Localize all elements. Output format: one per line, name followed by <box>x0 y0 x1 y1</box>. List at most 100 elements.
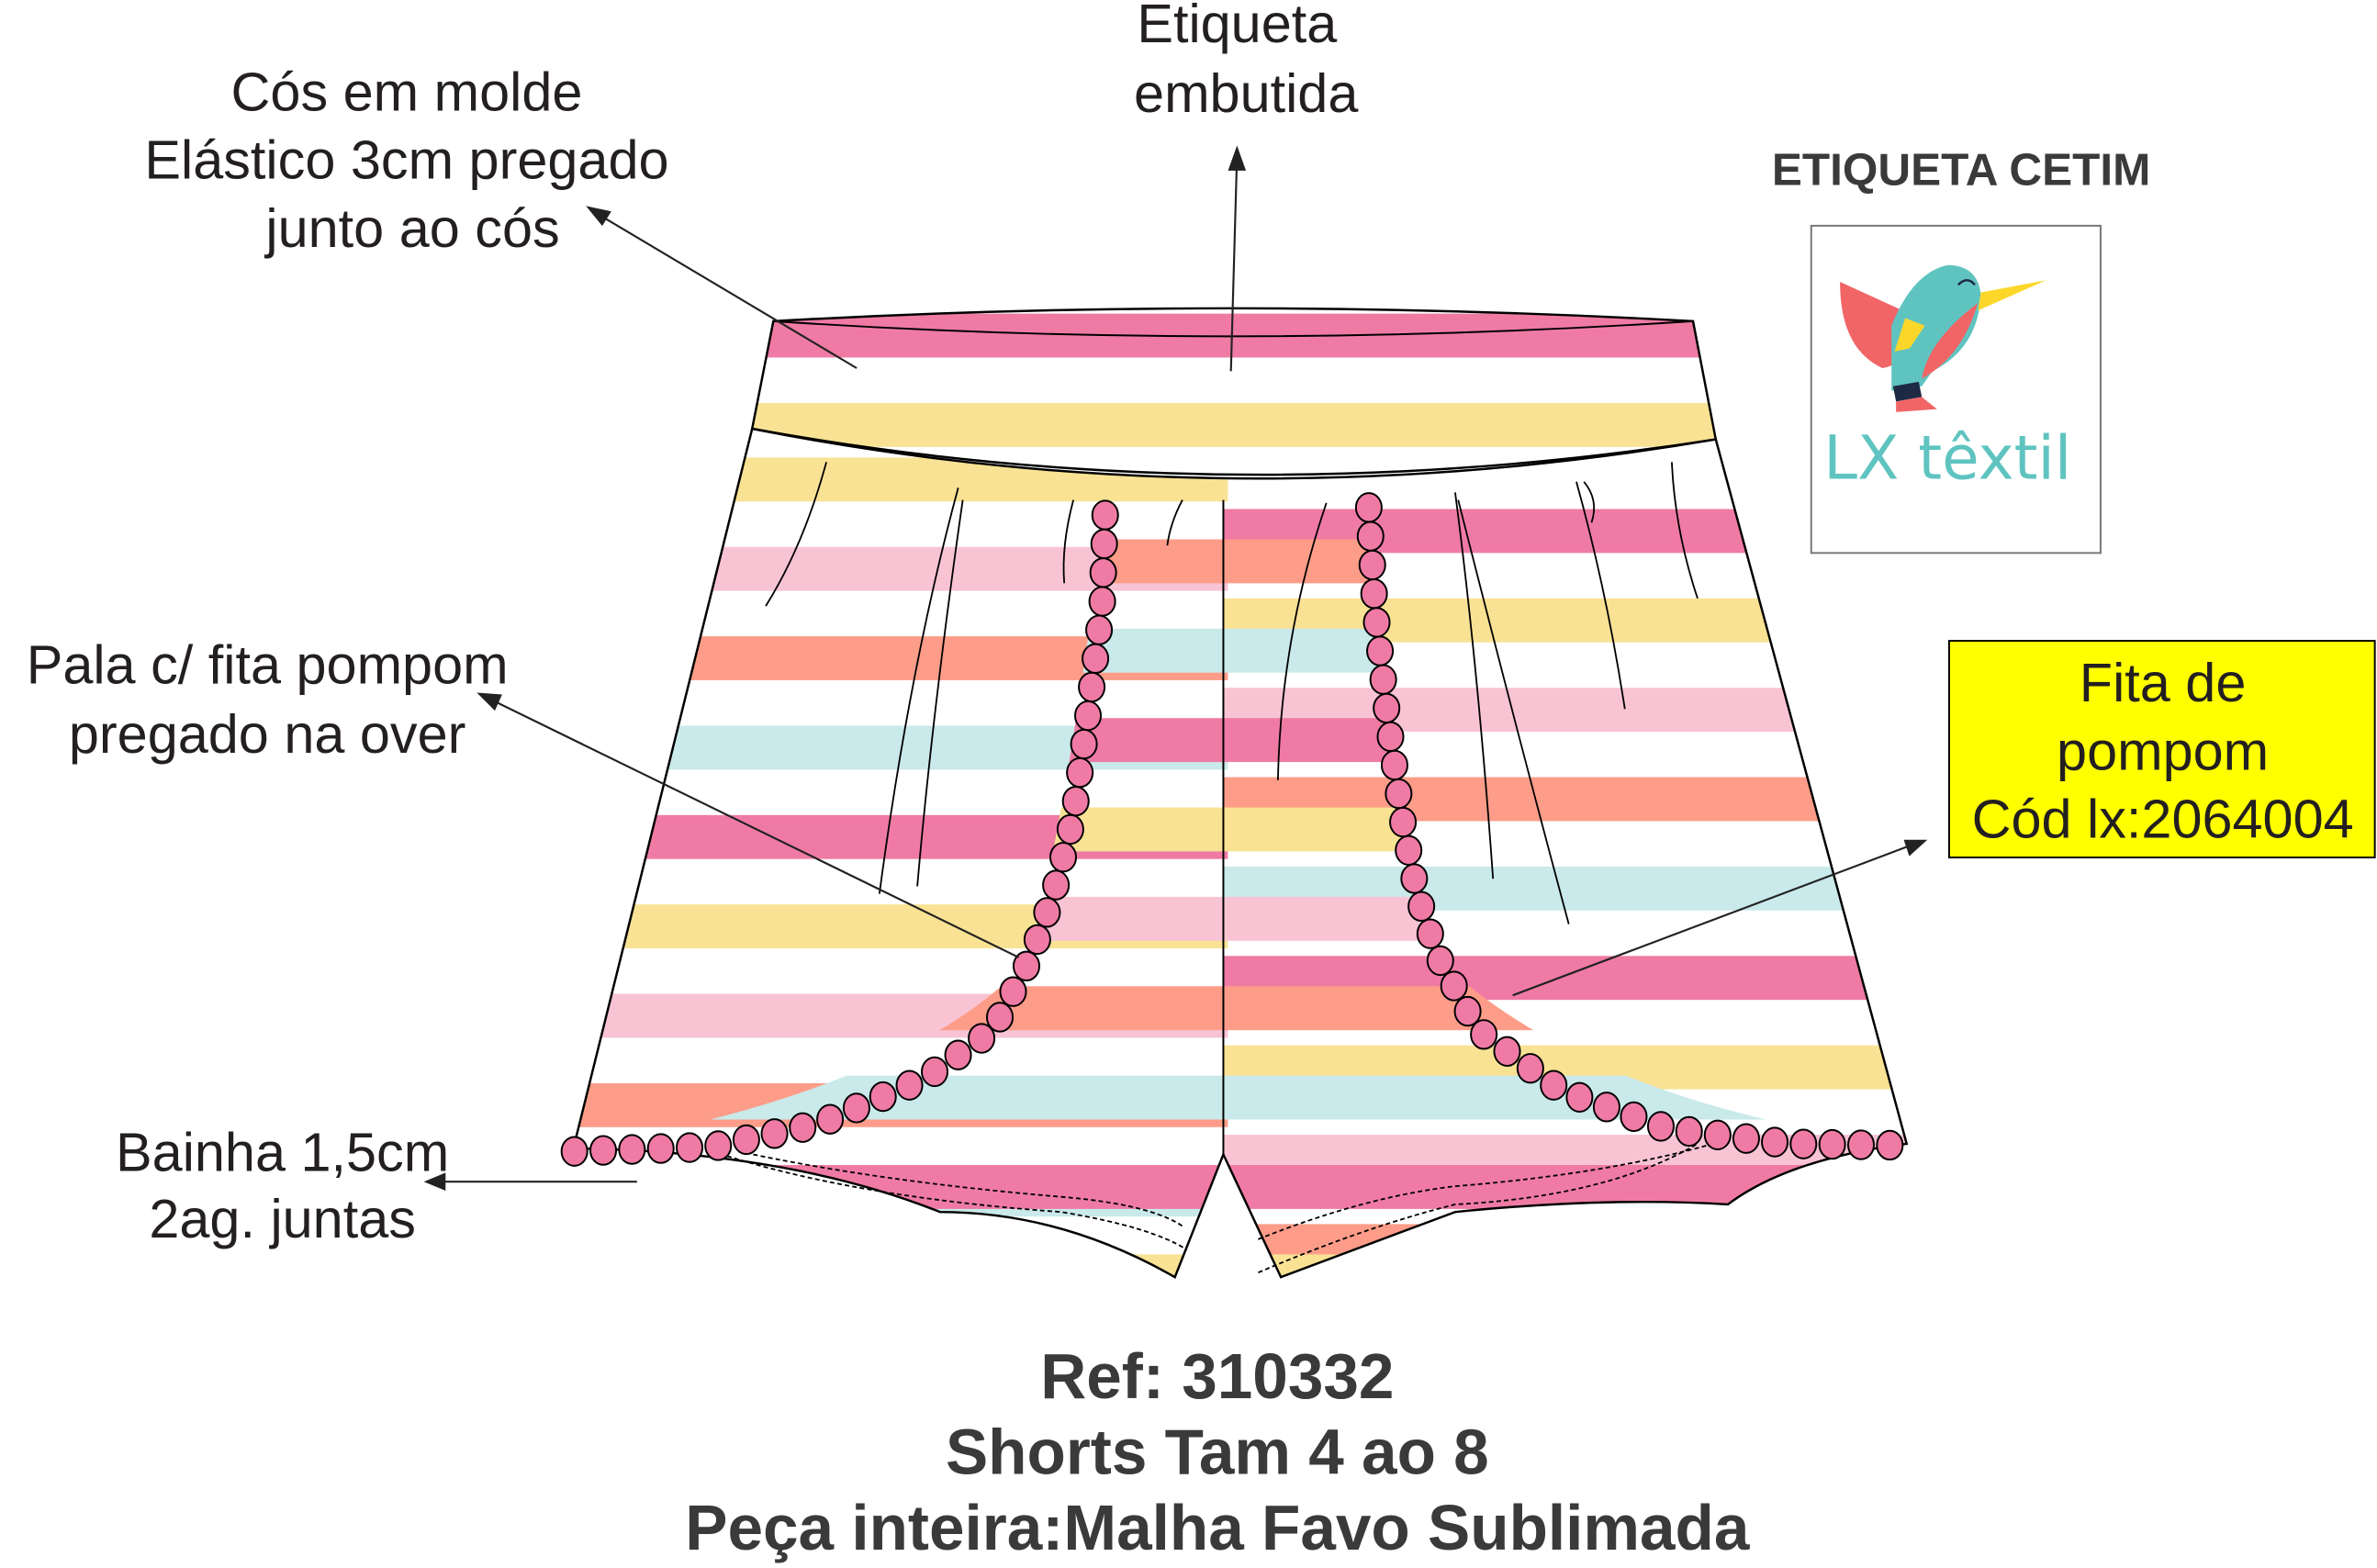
satin-label: ETIQUETA CETIM LX têxtil <box>1772 144 2150 554</box>
pompom <box>1085 614 1114 645</box>
pompom <box>1470 1019 1498 1050</box>
pompom-tape <box>560 492 1904 1167</box>
annotation-line: Elástico 3cm pregado <box>144 129 668 191</box>
pompom <box>1358 549 1386 581</box>
satin-label-title: ETIQUETA CETIM <box>1772 144 2150 195</box>
pompom <box>1070 728 1098 760</box>
pompom <box>1675 1115 1703 1148</box>
pompom <box>1090 528 1118 560</box>
annotation-line: pregado na over <box>69 703 466 765</box>
pompom <box>1354 492 1383 523</box>
pompom <box>1620 1101 1648 1133</box>
pompom <box>1012 950 1040 982</box>
annotation-line: Etiqueta <box>1137 0 1338 54</box>
pompom <box>1846 1129 1876 1160</box>
pompom <box>816 1103 845 1135</box>
pompom <box>1360 578 1388 610</box>
annotation-line: Bainha 1,5cm <box>116 1122 449 1183</box>
pompom <box>1540 1070 1568 1101</box>
pompom <box>1373 692 1401 724</box>
pompom <box>1061 785 1090 817</box>
label-annotation: Etiqueta embutida <box>1134 0 1359 124</box>
pompom <box>1356 521 1385 552</box>
pompom <box>704 1130 733 1161</box>
pompom <box>1592 1092 1620 1123</box>
fabric-stripe <box>573 1165 1907 1209</box>
pompom <box>968 1023 996 1054</box>
pompom <box>1407 890 1436 922</box>
pompom <box>1091 499 1119 531</box>
annotation-line: Pala c/ fita pompom <box>27 633 509 695</box>
annotation-line: pompom <box>2057 720 2269 781</box>
pompom <box>1369 664 1397 695</box>
fabric-stripe <box>573 1254 1907 1278</box>
pompom <box>676 1132 704 1163</box>
pompom <box>842 1092 870 1124</box>
pompom <box>1089 557 1117 588</box>
pompom <box>1876 1129 1904 1161</box>
annotation-line: Cód lx:2064004 <box>1972 789 2354 850</box>
fabric-stripe <box>561 361 1924 405</box>
reference: Ref: 310332 <box>1040 1340 1394 1412</box>
pompom <box>646 1133 675 1164</box>
pompom <box>1389 806 1418 838</box>
pompom <box>1516 1053 1544 1084</box>
brand-name: LX têxtil <box>1823 422 2071 493</box>
pompom <box>732 1124 760 1156</box>
fabric-description: Peça inteira:Malha Favo Sublimada <box>685 1492 1750 1563</box>
pompom <box>1078 671 1106 703</box>
pompom <box>1074 700 1103 732</box>
pompom <box>1366 635 1395 666</box>
pompom <box>1818 1128 1846 1160</box>
fabric-stripe <box>573 457 1228 502</box>
annotation-line: Cós em molde <box>231 61 583 122</box>
fabric-stripe <box>573 1261 1228 1278</box>
pompom <box>1066 756 1094 789</box>
pompom <box>1440 970 1468 1002</box>
pompom <box>1380 749 1408 781</box>
fabric-stripe <box>752 402 1716 447</box>
waistband <box>750 307 1718 476</box>
pompom <box>1385 778 1413 810</box>
pompom <box>895 1070 924 1101</box>
pompom-tape-annotation: Fita de pompom Cód lx:2064004 <box>1947 640 2376 859</box>
pompom <box>1400 863 1429 894</box>
pompom <box>618 1134 646 1165</box>
pompom <box>1426 945 1454 977</box>
hem-stitching <box>712 1143 1713 1274</box>
pompom <box>1761 1126 1789 1158</box>
annotation-line: Fita de <box>2080 652 2247 713</box>
pompom <box>1056 813 1084 846</box>
pompom <box>869 1081 897 1113</box>
pompom <box>1033 897 1061 928</box>
pompom <box>1376 721 1405 753</box>
pompom <box>760 1118 789 1149</box>
pompom <box>1416 918 1444 949</box>
pompom <box>1565 1081 1594 1113</box>
pompom <box>999 976 1027 1007</box>
pompom <box>1362 607 1391 638</box>
pompom <box>944 1039 972 1070</box>
product-name: Shorts Tam 4 ao 8 <box>946 1417 1489 1488</box>
hummingbird-logo-icon <box>1840 264 2046 412</box>
fabric-stripe <box>1223 1224 1907 1269</box>
annotation-line: embutida <box>1134 62 1359 124</box>
pompom <box>1453 995 1482 1027</box>
waistband-annotation: Cós em molde Elástico 3cm pregado junto … <box>144 61 668 259</box>
hem-annotation: Bainha 1,5cm 2ag. juntas <box>116 1122 449 1250</box>
product-info: Ref: 310332 Shorts Tam 4 ao 8 Peça intei… <box>685 1340 1750 1563</box>
pompom <box>1789 1128 1818 1159</box>
pompom <box>560 1136 589 1167</box>
pompom <box>1042 869 1071 901</box>
pompom <box>1082 643 1110 674</box>
fold-lines <box>765 462 1699 924</box>
pompom <box>1048 842 1078 873</box>
annotation-line: junto ao cós <box>263 197 559 259</box>
pompom <box>985 1002 1015 1033</box>
pompom <box>589 1135 618 1166</box>
pompom <box>920 1056 949 1088</box>
pompom <box>1395 834 1423 866</box>
pompom <box>1493 1036 1521 1067</box>
pompom <box>1703 1119 1732 1150</box>
